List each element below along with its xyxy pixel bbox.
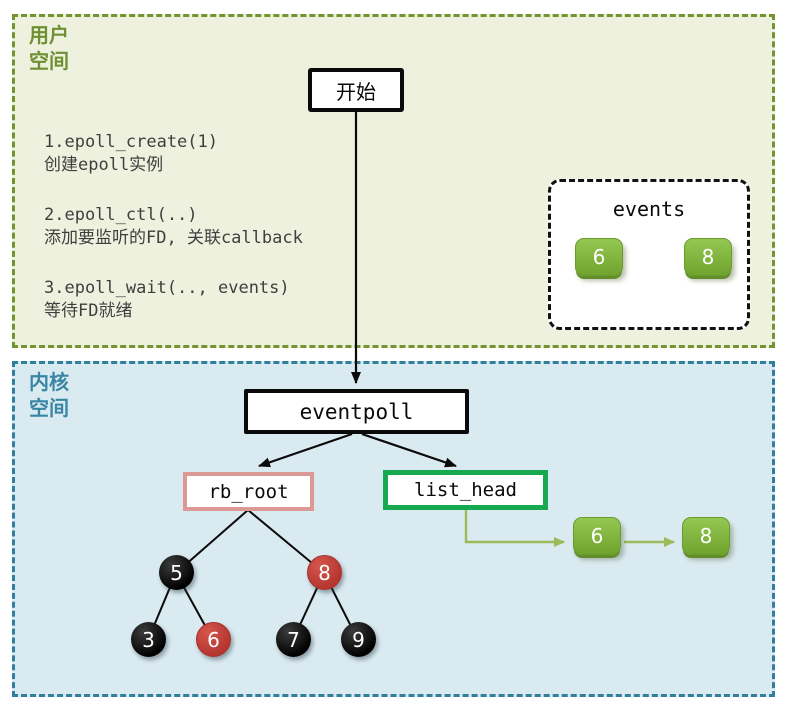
ready-list-fd-chip-8: 8 — [682, 517, 730, 555]
events-fd-chip-8: 8 — [684, 238, 732, 276]
kernel-space-label: 内核 空间 — [29, 369, 69, 421]
rb-root-box: rb_root — [183, 472, 314, 511]
rbtree-node-6: 6 — [196, 622, 231, 657]
kernel-space-label-line1: 内核 — [29, 370, 69, 394]
start-box: 开始 — [308, 68, 404, 112]
events-box-title: events — [612, 197, 686, 221]
user-space-label-line2: 空间 — [29, 49, 69, 73]
eventpoll-to-listhead-arrow — [361, 432, 457, 468]
step-epoll-ctl-desc: 添加要监听的FD, 关联callback — [44, 228, 303, 248]
step-epoll-wait-desc: 等待FD就绪 — [44, 301, 133, 321]
ready-list-fd-chip-6: 6 — [573, 517, 621, 555]
step-epoll-ctl: 2.epoll_ctl(..) 添加要监听的FD, 关联callback — [44, 204, 303, 250]
step-epoll-wait: 3.epoll_wait(.., events) 等待FD就绪 — [44, 277, 290, 323]
rbtree-node-3: 3 — [131, 622, 166, 657]
step-epoll-create: 1.epoll_create(1) 创建epoll实例 — [44, 131, 218, 177]
rbtree-node-7: 7 — [276, 622, 311, 657]
events-fd-chip-6: 6 — [575, 238, 623, 276]
eventpoll-box-label: eventpoll — [299, 399, 414, 424]
events-box: events 6 8 — [548, 179, 750, 330]
list-head-box-label: list_head — [414, 479, 517, 501]
listhead-to-fd6-arrow — [464, 509, 565, 547]
step-epoll-ctl-code: 2.epoll_ctl(..) — [44, 205, 198, 225]
rbtree-node-8: 8 — [307, 555, 342, 590]
step-epoll-wait-code: 3.epoll_wait(.., events) — [44, 278, 290, 298]
step-epoll-create-desc: 创建epoll实例 — [44, 155, 164, 175]
list-head-box: list_head — [383, 470, 548, 510]
user-space-label-line1: 用户 — [29, 23, 69, 47]
kernel-space-label-line2: 空间 — [29, 396, 69, 420]
rbtree-node-9: 9 — [341, 622, 376, 657]
user-space-label: 用户 空间 — [29, 22, 69, 74]
eventpoll-to-rbroot-arrow — [258, 432, 353, 468]
eventpoll-box: eventpoll — [244, 389, 469, 434]
start-box-label: 开始 — [336, 79, 376, 104]
rbtree-node-5: 5 — [159, 555, 194, 590]
step-epoll-create-code: 1.epoll_create(1) — [44, 132, 218, 152]
rb-root-box-label: rb_root — [208, 480, 289, 503]
